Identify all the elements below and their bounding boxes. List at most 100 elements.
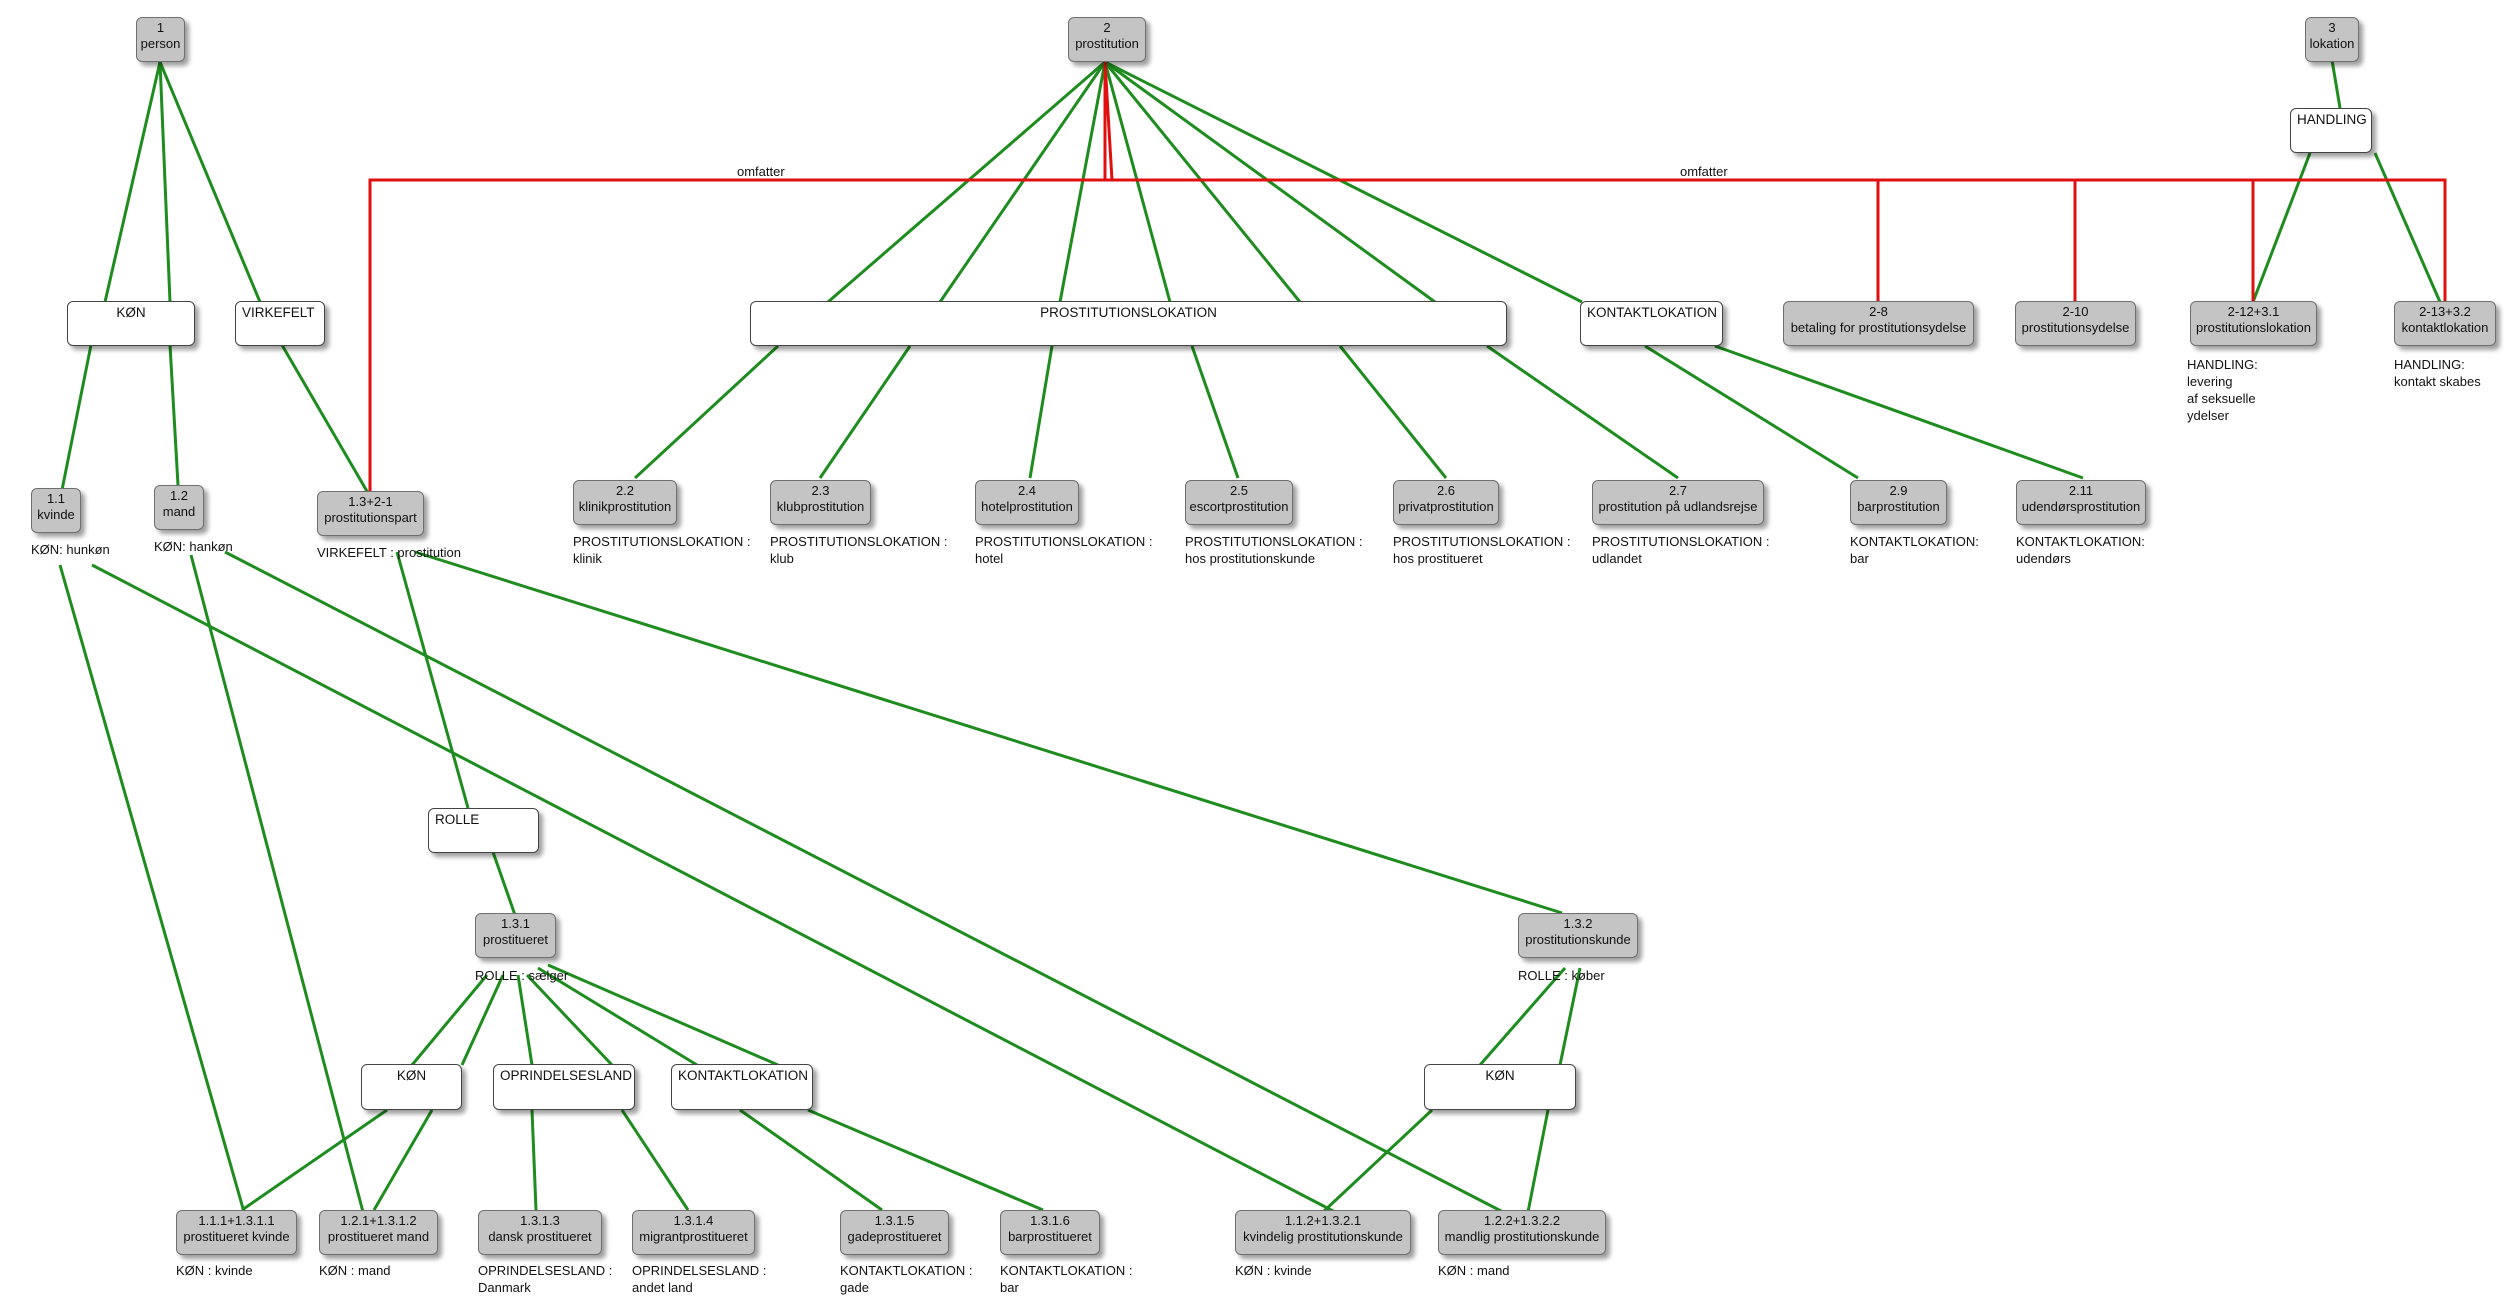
facet-prostitutionslokation[interactable]: PROSTITUTIONSLOKATION — [750, 301, 1507, 346]
facet-virkefelt[interactable]: VIRKEFELT — [235, 301, 325, 346]
omfatter-edge — [1103, 61, 1114, 181]
edge — [1526, 1109, 1550, 1213]
edge — [241, 1108, 388, 1212]
edge — [827, 60, 1106, 304]
edge — [1321, 1108, 1434, 1214]
edge — [410, 974, 489, 1066]
edge-label-omfatter: omfatter — [737, 164, 785, 179]
characteristic-note: OPRINDELSESLAND :andet land — [632, 1263, 767, 1295]
characteristic-note: VIRKEFELT : prostitution — [317, 545, 462, 560]
edge — [1558, 967, 1582, 1066]
edge — [103, 61, 162, 303]
characteristic-note: PROSTITUTIONSLOKATION :hotel — [975, 534, 1153, 566]
edge — [1644, 344, 1859, 480]
characteristic-note: KONTAKTLOKATION :gade — [840, 1263, 973, 1295]
edge — [1103, 61, 1172, 303]
characteristic-note: PROSTITUTIONSLOKATION :hos prostitueret — [1393, 534, 1571, 566]
characteristic-note: KØN : kvinde — [176, 1263, 253, 1278]
facet-kontaktlokation[interactable]: KONTAKTLOKATION — [1580, 301, 1723, 346]
characteristic-note: PROSTITUTIONSLOKATION :klinik — [573, 534, 751, 566]
edge — [60, 344, 93, 491]
facet-koen[interactable]: KØN — [361, 1064, 462, 1110]
edge — [938, 61, 1107, 303]
facet-handling[interactable]: HANDLING — [2290, 108, 2372, 153]
edge — [818, 345, 912, 479]
omfatter-edge — [368, 62, 1107, 493]
edge — [460, 974, 505, 1066]
edge — [547, 963, 779, 1067]
facet-rolle[interactable]: ROLLE — [428, 808, 539, 853]
facet-kontaktlokation[interactable]: KONTAKTLOKATION — [671, 1064, 813, 1110]
characteristic-note: HANDLING:kontakt skabes — [2394, 357, 2481, 389]
edge — [1103, 61, 1302, 303]
characteristic-note: KØN: hunkøn — [31, 542, 110, 557]
edge — [525, 973, 614, 1067]
facet-koen[interactable]: KØN — [67, 301, 195, 346]
edge — [491, 851, 517, 916]
edge — [224, 550, 1504, 1214]
edge-label-omfatter: omfatter — [1680, 164, 1728, 179]
edge — [739, 1108, 883, 1212]
edge — [395, 551, 470, 809]
edge — [1104, 60, 1436, 304]
edge — [807, 1108, 1044, 1212]
edge — [1028, 345, 1054, 479]
characteristic-note: PROSTITUTIONSLOKATION :hos prostitutions… — [1185, 534, 1363, 566]
edge — [2373, 152, 2442, 303]
edge — [189, 554, 365, 1213]
edge — [1104, 60, 1583, 304]
characteristic-note: KØN : kvinde — [1235, 1263, 1312, 1278]
edge — [516, 974, 534, 1066]
facet-koen[interactable]: KØN — [1424, 1064, 1576, 1110]
edge — [1486, 344, 1679, 480]
characteristic-note: KONTAKTLOKATION :bar — [1000, 1263, 1133, 1295]
edge — [372, 1109, 434, 1211]
characteristic-note: PROSTITUTIONSLOKATION :klub — [770, 534, 948, 566]
edge — [1058, 61, 1107, 303]
edge — [91, 563, 1336, 1214]
characteristic-note: KØN : mand — [319, 1263, 391, 1278]
edge — [1338, 345, 1448, 479]
edge — [1190, 345, 1240, 479]
edge — [620, 1109, 690, 1211]
edge — [168, 344, 180, 486]
edge — [2251, 152, 2312, 303]
edge — [530, 1109, 538, 1211]
characteristic-note: OPRINDELSESLAND :Danmark — [478, 1263, 613, 1295]
relation-edges — [368, 61, 2447, 493]
edge — [1714, 344, 2084, 480]
edge — [158, 61, 262, 303]
hierarchy-edges — [58, 59, 2442, 1214]
edge — [414, 550, 1563, 915]
facet-oprindelsesland[interactable]: OPRINDELSESLAND — [493, 1064, 635, 1110]
